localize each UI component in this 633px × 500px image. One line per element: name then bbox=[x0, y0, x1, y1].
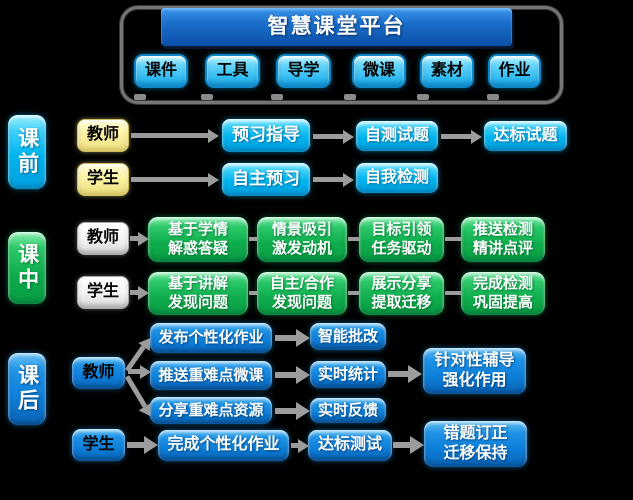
step-line: 自主/合作 bbox=[269, 274, 335, 292]
module-materials: 素材 bbox=[420, 54, 474, 88]
step-line: 任务驱动 bbox=[371, 239, 432, 257]
step-self-test-questions: 自测试题 bbox=[356, 121, 438, 151]
arrow bbox=[130, 236, 138, 241]
connector-tab bbox=[201, 94, 213, 100]
step-realtime-statistics: 实时统计 bbox=[310, 361, 386, 388]
connector-tab bbox=[487, 94, 499, 100]
connector-tab bbox=[344, 94, 356, 100]
arrow bbox=[131, 133, 208, 138]
module-courseware: 课件 bbox=[134, 54, 188, 88]
step-realtime-feedback: 实时反馈 bbox=[310, 398, 386, 423]
arrow-branch-mid bbox=[128, 369, 140, 374]
role-pre-student: 学生 bbox=[77, 163, 129, 196]
phase-label-after-class: 课后 bbox=[8, 353, 46, 425]
step-line: 解惑答疑 bbox=[167, 239, 228, 257]
arrow bbox=[275, 335, 296, 341]
step-line: 基于学情 bbox=[167, 220, 228, 238]
step-share-key-resources: 分享重难点资源 bbox=[150, 397, 272, 424]
step-standard-quiz: 达标测试 bbox=[308, 430, 392, 461]
step-complete-personalized-homework: 完成个性化作业 bbox=[158, 430, 289, 461]
step-consolidate-improve: 完成检测 巩固提高 bbox=[461, 272, 545, 315]
arrow bbox=[313, 177, 343, 182]
step-line: 发现问题 bbox=[167, 293, 228, 311]
step-targeted-tutoring: 针对性辅导 强化作用 bbox=[423, 348, 526, 394]
arrow bbox=[131, 177, 208, 182]
step-line: 基于讲解 bbox=[167, 274, 228, 292]
connector-line bbox=[445, 237, 461, 241]
module-homework: 作业 bbox=[488, 54, 541, 88]
step-self-study: 自主预习 bbox=[222, 163, 310, 196]
arrow bbox=[275, 372, 296, 378]
step-line: 完成检测 bbox=[472, 274, 533, 292]
step-smart-grading: 智能批改 bbox=[310, 323, 386, 350]
platform-panel bbox=[120, 6, 563, 104]
step-preview-guidance: 预习指导 bbox=[222, 119, 310, 152]
step-line: 错题订正 bbox=[443, 425, 508, 442]
arrow bbox=[393, 442, 410, 448]
role-pre-teacher: 教师 bbox=[77, 119, 129, 152]
arrow bbox=[275, 408, 296, 414]
step-line: 展示分享 bbox=[371, 274, 432, 292]
step-line: 精讲点评 bbox=[472, 239, 533, 257]
arrow bbox=[313, 134, 343, 139]
step-assign-personalized-homework: 发布个性化作业 bbox=[150, 323, 272, 353]
arrow bbox=[127, 442, 144, 448]
arrow bbox=[388, 371, 408, 377]
step-line: 巩固提高 bbox=[472, 293, 533, 311]
connector-line bbox=[348, 237, 359, 241]
step-stimulate-motivation: 情景吸引 激发动机 bbox=[257, 217, 347, 262]
step-task-driven: 目标引领 任务驱动 bbox=[359, 217, 444, 262]
arrow bbox=[130, 290, 138, 295]
connector-line bbox=[348, 291, 359, 295]
role-post-teacher: 教师 bbox=[72, 357, 125, 389]
step-line: 提取迁移 bbox=[371, 293, 432, 311]
module-micro-lecture: 微课 bbox=[352, 54, 406, 88]
step-line: 情景吸引 bbox=[271, 220, 332, 238]
connector-tab bbox=[417, 94, 429, 100]
step-line: 推送检测 bbox=[472, 220, 533, 238]
arrow-branch-down bbox=[124, 375, 148, 408]
module-guided-learning: 导学 bbox=[276, 54, 331, 88]
connector-tab bbox=[271, 94, 283, 100]
step-answer-doubts: 基于学情 解惑答疑 bbox=[148, 217, 248, 262]
module-tools: 工具 bbox=[205, 54, 260, 88]
step-standard-test-questions: 达标试题 bbox=[484, 121, 567, 151]
connector-line bbox=[249, 237, 258, 241]
step-push-key-microlectures: 推送重难点微课 bbox=[150, 361, 272, 390]
step-line: 针对性辅导 bbox=[434, 352, 515, 369]
step-find-problems-cooperative: 自主/合作 发现问题 bbox=[257, 272, 347, 315]
connector-line bbox=[249, 291, 258, 295]
role-during-student: 学生 bbox=[77, 276, 129, 309]
step-find-problems-lecture: 基于讲解 发现问题 bbox=[148, 272, 248, 315]
arrow bbox=[291, 443, 298, 448]
role-post-student: 学生 bbox=[72, 429, 125, 461]
phase-label-before-class: 课前 bbox=[8, 115, 46, 189]
role-during-teacher: 教师 bbox=[77, 222, 129, 255]
connector-line bbox=[445, 291, 461, 295]
step-line: 激发动机 bbox=[271, 239, 332, 257]
step-push-assessment: 推送检测 精讲点评 bbox=[461, 217, 545, 262]
step-error-correction-retention: 错题订正 迁移保持 bbox=[424, 421, 527, 467]
step-line: 发现问题 bbox=[271, 293, 332, 311]
platform-title: 智慧课堂平台 bbox=[161, 8, 512, 46]
connector-tab bbox=[134, 94, 146, 100]
step-line: 目标引领 bbox=[371, 220, 432, 238]
arrow bbox=[441, 134, 471, 139]
step-self-check: 自我检测 bbox=[356, 163, 438, 193]
step-line: 迁移保持 bbox=[443, 445, 508, 462]
phase-label-during-class: 课中 bbox=[8, 232, 46, 304]
step-line: 强化作用 bbox=[442, 372, 507, 389]
step-share-transfer: 展示分享 提取迁移 bbox=[359, 272, 444, 315]
